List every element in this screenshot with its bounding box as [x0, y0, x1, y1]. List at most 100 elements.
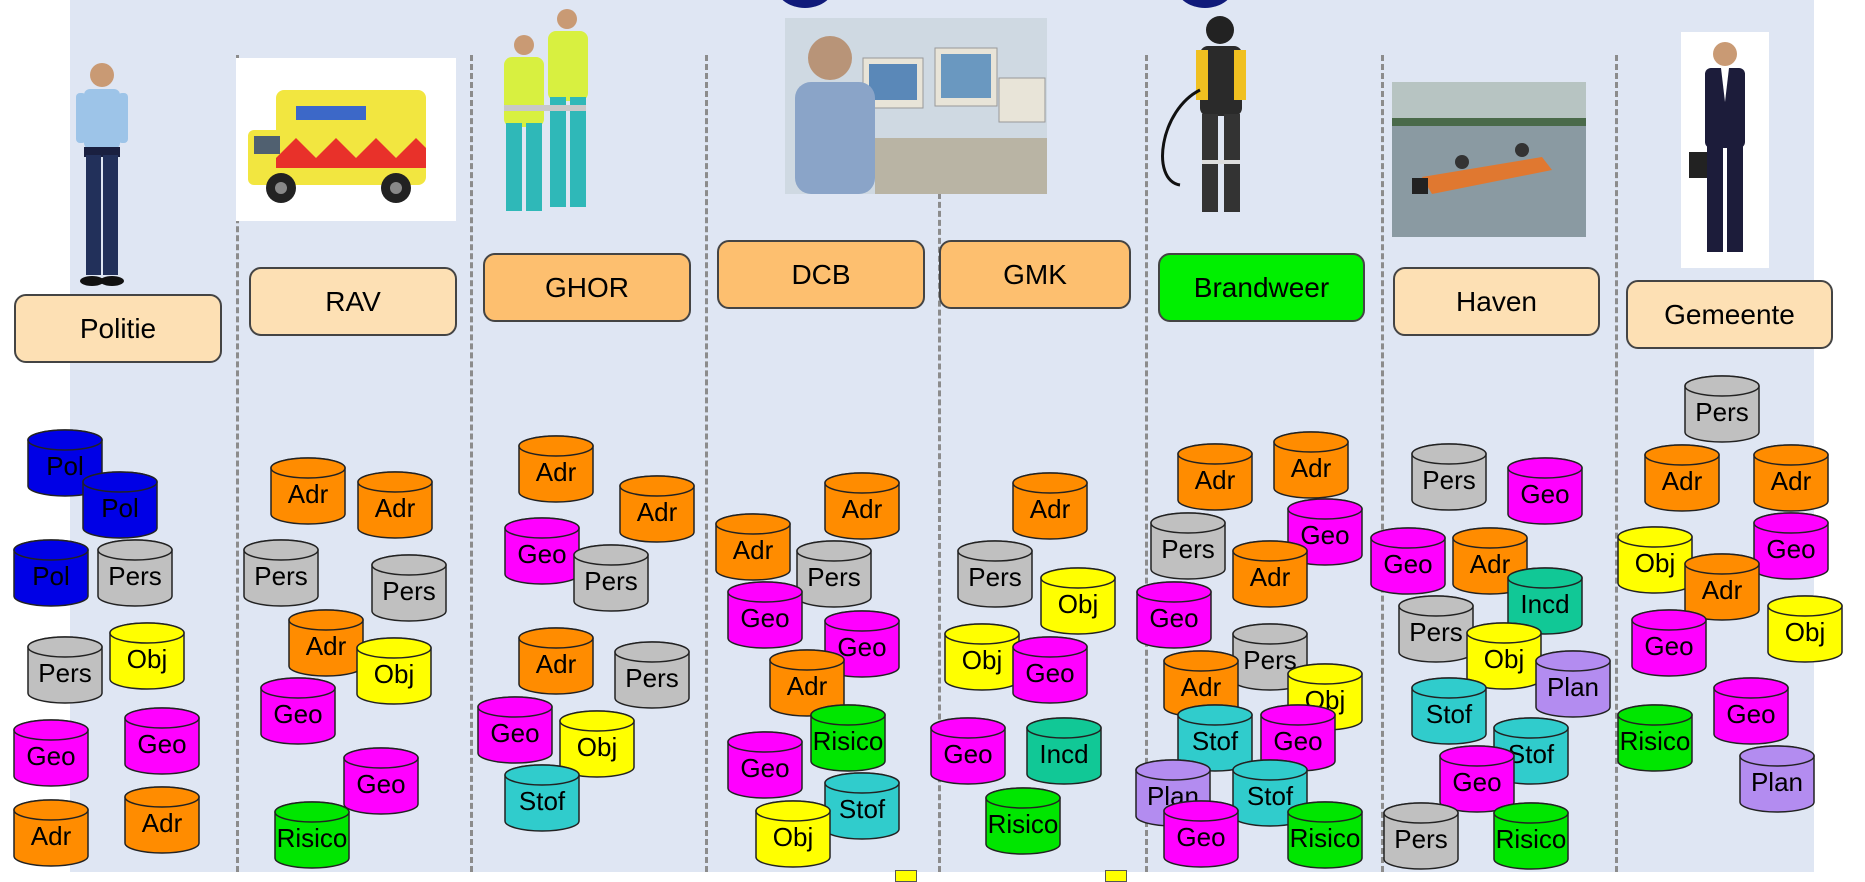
database-label: Risico — [1496, 824, 1567, 854]
database-label: Geo — [356, 769, 405, 799]
database-obj-cylinder: Obj — [1040, 567, 1116, 635]
label-haven: Haven — [1393, 267, 1600, 336]
database-obj-cylinder: Obj — [109, 622, 185, 690]
column-divider — [1145, 55, 1148, 872]
database-obj-cylinder: Obj — [559, 710, 635, 778]
database-stof-cylinder: Stof — [824, 772, 900, 840]
database-label: Stof — [1426, 699, 1473, 729]
database-label: Geo — [1273, 726, 1322, 756]
column-divider — [705, 55, 708, 872]
database-pers-cylinder: Pers — [573, 544, 649, 612]
database-obj-cylinder: Obj — [1466, 622, 1542, 690]
database-label: Adr — [1030, 494, 1071, 524]
database-stof-cylinder: Stof — [1232, 759, 1308, 827]
database-geo-cylinder: Geo — [930, 717, 1006, 785]
database-adr-cylinder: Adr — [357, 471, 433, 539]
database-risico-cylinder: Risico — [1287, 801, 1363, 869]
database-geo-cylinder: Geo — [13, 719, 89, 787]
database-label: Adr — [1181, 672, 1222, 702]
database-obj-cylinder: Obj — [944, 623, 1020, 691]
database-label: Geo — [1644, 631, 1693, 661]
database-geo-cylinder: Geo — [1713, 677, 1789, 745]
database-adr-cylinder: Adr — [518, 435, 594, 503]
police-officer-photo — [62, 55, 142, 290]
database-geo-cylinder: Geo — [1631, 609, 1707, 677]
database-geo-cylinder: Geo — [1260, 704, 1336, 772]
database-plan-cylinder: Plan — [1535, 650, 1611, 718]
database-label: Adr — [1195, 465, 1236, 495]
paramedics-photo — [482, 5, 607, 220]
database-adr-cylinder: Adr — [1163, 650, 1239, 718]
database-label: Adr — [536, 457, 577, 487]
database-label: Adr — [787, 671, 828, 701]
database-label: Adr — [1702, 575, 1743, 605]
database-stof-cylinder: Stof — [504, 764, 580, 832]
database-pers-cylinder: Pers — [97, 539, 173, 607]
database-label: Obj — [1785, 617, 1825, 647]
database-obj-cylinder: Obj — [1617, 526, 1693, 594]
database-adr-cylinder: Adr — [13, 799, 89, 867]
database-label: Adr — [31, 821, 72, 851]
database-label: Risico — [1620, 726, 1691, 756]
label-politie: Politie — [14, 294, 222, 363]
database-label: Adr — [375, 493, 416, 523]
database-label: Geo — [1300, 520, 1349, 550]
database-label: Geo — [1726, 699, 1775, 729]
database-geo-cylinder: Geo — [504, 517, 580, 585]
database-label: Obj — [1058, 589, 1098, 619]
database-geo-cylinder: Geo — [1753, 512, 1829, 580]
database-obj-cylinder: Obj — [356, 637, 432, 705]
database-obj-cylinder: Obj — [1767, 595, 1843, 663]
database-label: Adr — [1662, 466, 1703, 496]
database-label: Pers — [254, 561, 307, 591]
database-label: Adr — [536, 649, 577, 679]
database-label: Obj — [1635, 548, 1675, 578]
database-geo-cylinder: Geo — [124, 707, 200, 775]
database-label: Pers — [1695, 397, 1748, 427]
database-label: Adr — [306, 631, 347, 661]
database-label: Stof — [839, 794, 886, 824]
database-adr-cylinder: Adr — [1273, 431, 1349, 499]
database-label: Pers — [382, 576, 435, 606]
database-adr-cylinder: Adr — [1012, 472, 1088, 540]
business-man-photo — [1681, 32, 1769, 268]
database-stof-cylinder: Stof — [1411, 677, 1487, 745]
database-label: Adr — [1470, 549, 1511, 579]
database-pers-cylinder: Pers — [957, 540, 1033, 608]
database-label: Stof — [1508, 739, 1555, 769]
database-label: Obj — [1484, 644, 1524, 674]
column-divider — [938, 175, 941, 872]
label-ghor: GHOR — [483, 253, 691, 322]
database-label: Geo — [740, 603, 789, 633]
database-pol-cylinder: Pol — [27, 429, 103, 497]
database-label: Geo — [137, 729, 186, 759]
database-label: Risico — [988, 809, 1059, 839]
database-label: Geo — [26, 741, 75, 771]
database-label: Obj — [127, 644, 167, 674]
database-label: Adr — [842, 494, 883, 524]
dispatch-operator-photo — [785, 18, 1047, 194]
database-label: Pers — [807, 562, 860, 592]
database-label: Pers — [1394, 824, 1447, 854]
firefighter-photo — [1150, 10, 1260, 223]
database-geo-cylinder: Geo — [1507, 457, 1583, 525]
database-pers-cylinder: Pers — [1383, 802, 1459, 870]
database-adr-cylinder: Adr — [715, 513, 791, 581]
decorative-arc — [775, 0, 835, 8]
database-label: Geo — [1025, 658, 1074, 688]
database-risico-cylinder: Risico — [274, 801, 350, 869]
database-pol-cylinder: Pol — [13, 539, 89, 607]
database-risico-cylinder: Risico — [810, 704, 886, 772]
decorative-arc — [1175, 0, 1235, 8]
database-risico-cylinder: Risico — [985, 787, 1061, 855]
database-pers-cylinder: Pers — [796, 540, 872, 608]
database-plan-cylinder: Plan — [1739, 745, 1815, 813]
database-label: Obj — [773, 822, 813, 852]
database-pers-cylinder: Pers — [614, 641, 690, 709]
label-dcb: DCB — [717, 240, 925, 309]
database-risico-cylinder: Risico — [1493, 802, 1569, 870]
database-label: Adr — [1250, 562, 1291, 592]
database-risico-cylinder: Risico — [1617, 704, 1693, 772]
